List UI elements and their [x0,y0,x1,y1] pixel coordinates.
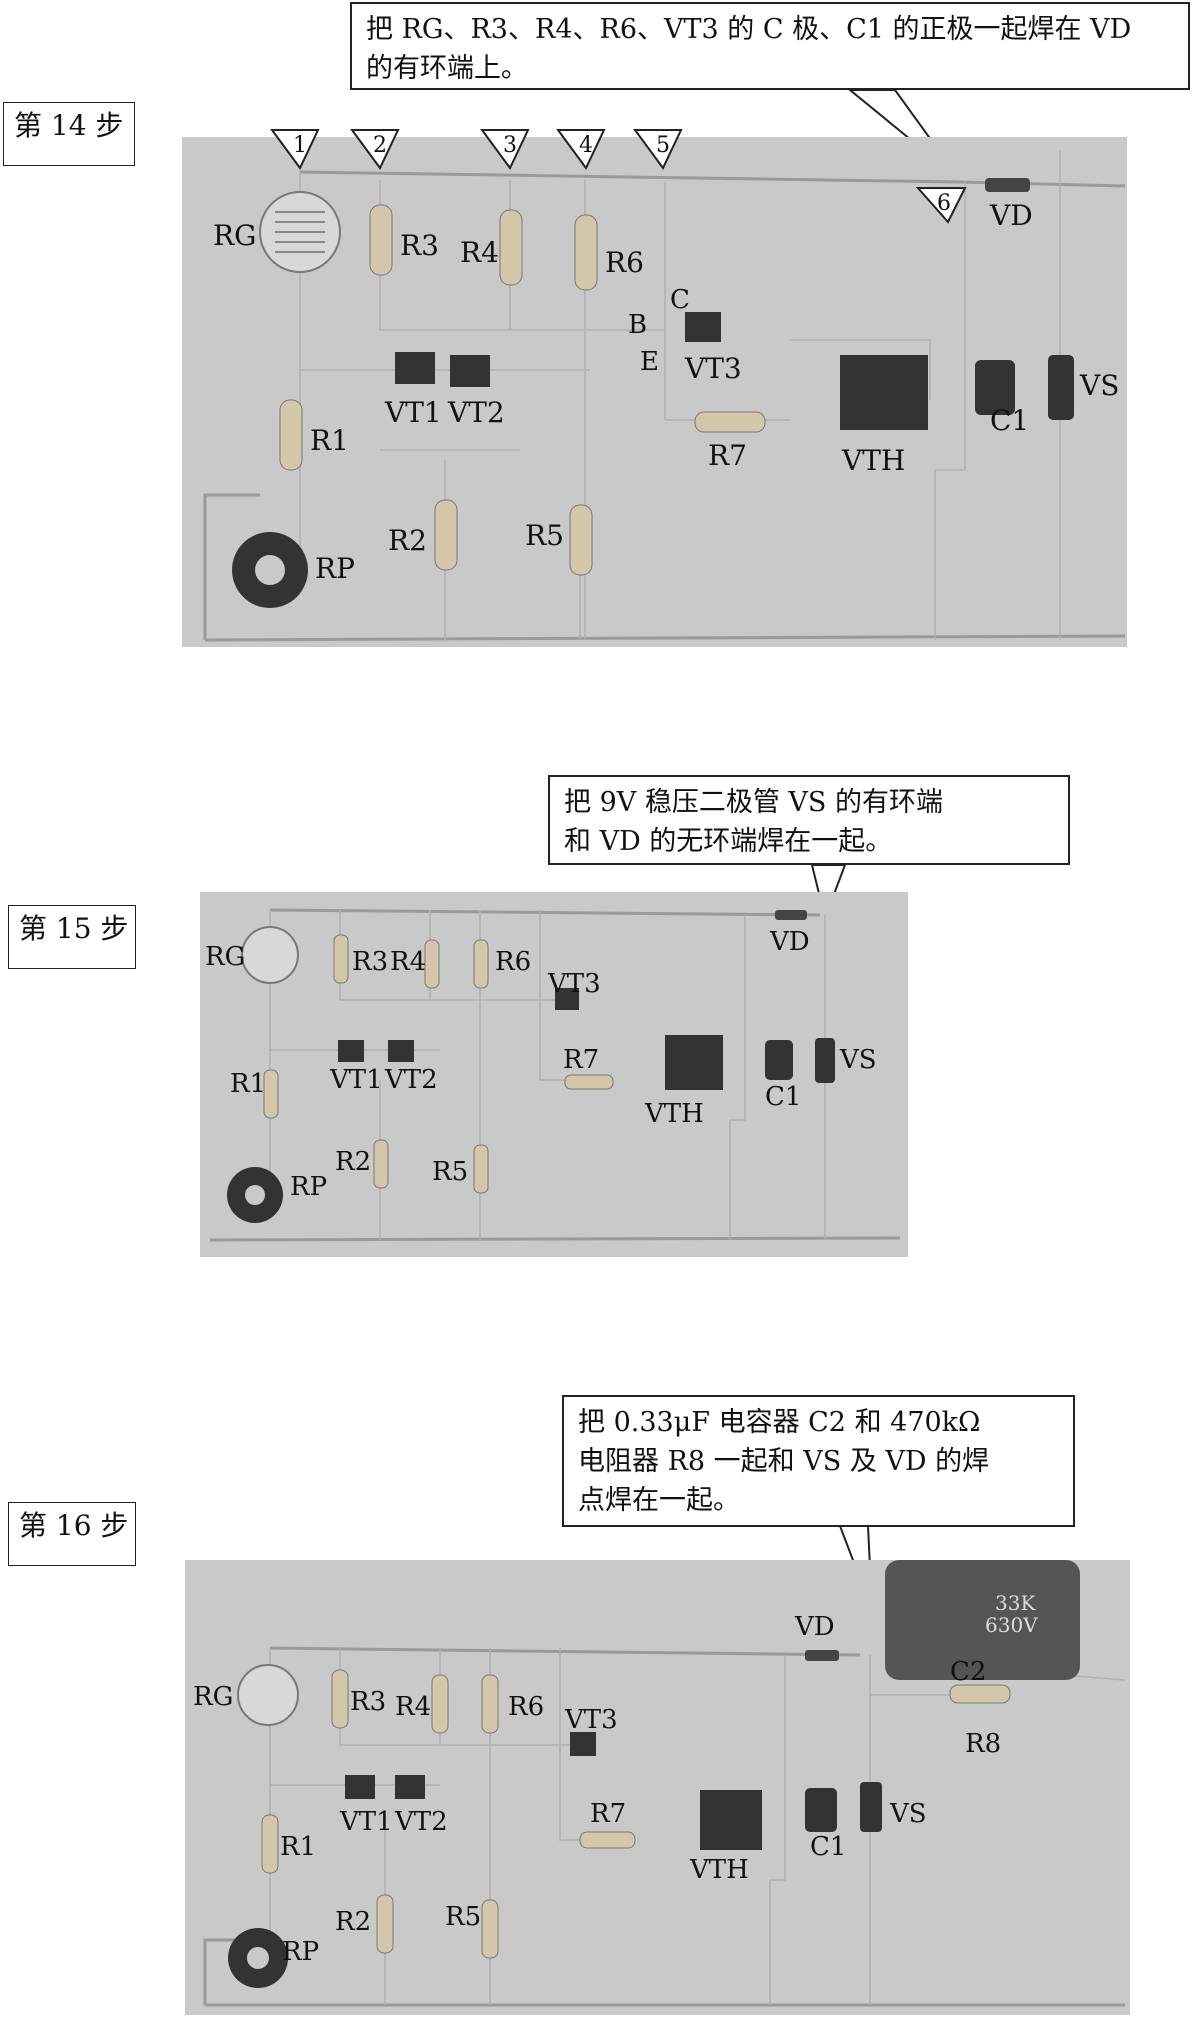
step-14-label-pin-e: E [640,347,659,377]
step-16-cap-marking-bottom: 630V [985,1613,1038,1637]
step-15-label-vs: VS [839,1045,877,1075]
step-14-label-r1: R1 [310,424,349,457]
step-14-vth-component [840,355,928,430]
step-16-label-c1: C1 [810,1832,846,1862]
step-16-label-vd: VD [794,1612,835,1642]
step-14-markers: 1 2 3 4 5 6 [270,129,967,224]
step-14-label-rg: RG [213,219,256,252]
step-16-label-c2: C2 [950,1657,986,1687]
step-14-r7-component [694,411,766,433]
step-15-label: 第 15 步 [8,905,136,969]
step-15-callout-pointer [810,864,847,922]
step-14-label-r2: R2 [388,524,427,557]
step-16-callout: 把 0.33μF 电容器 C2 和 470kΩ 电阻器 R8 一起和 VS 及 … [562,1395,1075,1527]
marker-3: 3 [503,133,517,158]
step-16-label-r2: R2 [335,1907,371,1937]
step-16-label-r6: R6 [508,1692,544,1722]
step-15-label-vt2: VT2 [384,1065,438,1095]
step-14-note-line1: 把 RG、R3、R4、R6、VT3 的 C 极、C1 的正极一起焊在 VD [366,14,1132,45]
step-15-label-rg: RG [205,942,245,972]
step-15-label-c1: C1 [765,1082,801,1112]
marker-4: 4 [579,133,593,158]
step-15-photo: RG R3 R4 R6 VT3 VD VT1 VT2 R7 VS C1 R1 V… [200,864,908,1257]
step-14-label-c1: C1 [990,404,1029,437]
step-14-vt1-component [395,352,435,384]
step-16-label-r8: R8 [965,1729,1001,1759]
step-14-vd-component [985,178,1030,192]
step-14-r5-component [569,504,593,576]
step-14-label-pin-c: C [670,285,690,315]
step-16-note-line1: 把 0.33μF 电容器 C2 和 470kΩ [578,1407,981,1438]
step-15-label-vt1: VT1 [329,1065,383,1095]
step-15-label-r6: R6 [495,947,531,977]
step-16-r8-component [949,1684,1011,1704]
step-15-label-vd: VD [769,927,810,957]
step-15-label-r4: R4 [390,947,426,977]
step-14-label-vd: VD [989,199,1033,232]
step-14-label-vt3: VT3 [684,352,742,385]
step-15-label-r7: R7 [563,1045,599,1075]
step-16-label-rg: RG [193,1682,233,1712]
step-15-label-r3: R3 [352,947,388,977]
step-14-label-pin-b: B [628,310,647,340]
step-16-label-r5: R5 [445,1902,481,1932]
step-14-label-vt2: VT2 [447,396,505,429]
step-14-vs-component [1048,355,1074,420]
marker-1: 1 [293,133,307,158]
step-15-label-r5: R5 [432,1157,468,1187]
step-16-c2-component [885,1560,1080,1680]
step-14-vt3-component [685,312,721,342]
step-14-label-rp: RP [315,552,355,585]
step-15-label-rp: RP [290,1172,327,1202]
step-15-label-vth: VTH [644,1099,704,1129]
step-16-note-line3: 点焊在一起。 [578,1485,740,1517]
step-16-label-vs: VS [889,1799,927,1829]
step-16-photo: 33K 630V RG R3 R4 R6 VT3 VD C2 R8 R7 VS … [185,1525,1130,2015]
step-15-label-r2: R2 [335,1147,371,1177]
step-15-note-line2: 和 VD 的无环端焊在一起。 [564,826,893,858]
step-16-label-rp: RP [282,1937,319,1967]
step-16-label-vt1: VT1 [339,1807,393,1837]
step-15-callout: 把 9V 稳压二极管 VS 的有环端 和 VD 的无环端焊在一起。 [548,775,1070,865]
step-16-note-line2: 电阻器 R8 一起和 VS 及 VD 的焊 [578,1446,990,1478]
marker-2: 2 [373,133,387,158]
step-14-label-r3: R3 [400,229,439,262]
step-16-label-vt2: VT2 [394,1807,448,1837]
step-15-label-vt3: VT3 [547,969,601,999]
step-16-label-r3: R3 [350,1687,386,1717]
step-14-label-r5: R5 [525,519,564,552]
step-16-label-r4: R4 [395,1692,431,1722]
step-14-r1-component [279,399,303,471]
step-14-r2-component [434,499,458,571]
step-14-label: 第 14 步 [3,102,135,166]
step-14-c1-component [975,360,1015,415]
step-16-label-r1: R1 [280,1832,316,1862]
step-14-label-vth: VTH [841,444,905,477]
step-16-label-vt3: VT3 [564,1705,618,1735]
step-14-label-r6: R6 [605,246,644,279]
step-16-label-r7: R7 [590,1799,626,1829]
step-14-label-r4: R4 [460,236,499,269]
step-14-r3-component [369,204,393,276]
step-14-photo: 1 2 3 4 5 6 RG R3 R4 R6 C B E VT3 R1 VT1… [182,89,1127,647]
step-14-label-r7: R7 [708,439,747,472]
step-15-note-line1: 把 9V 稳压二极管 VS 的有环端 [564,787,944,818]
step-14-label-vs: VS [1079,369,1119,402]
step-16-cap-marking-top: 33K [995,1591,1036,1615]
step-14-vt2-component [450,355,490,387]
step-16-label: 第 16 步 [8,1502,136,1566]
step-14-note-line2: 的有环端上。 [366,53,528,85]
step-14-callout: 把 RG、R3、R4、R6、VT3 的 C 极、C1 的正极一起焊在 VD 的有… [350,2,1190,90]
step-14-r6-component [574,214,598,291]
step-14-r4-component [499,209,523,286]
step-15-label-r1: R1 [230,1069,266,1099]
marker-6: 6 [937,191,951,216]
step-16-label-vth: VTH [689,1855,749,1885]
marker-5: 5 [656,133,670,158]
step-14-label-vt1: VT1 [384,396,442,429]
